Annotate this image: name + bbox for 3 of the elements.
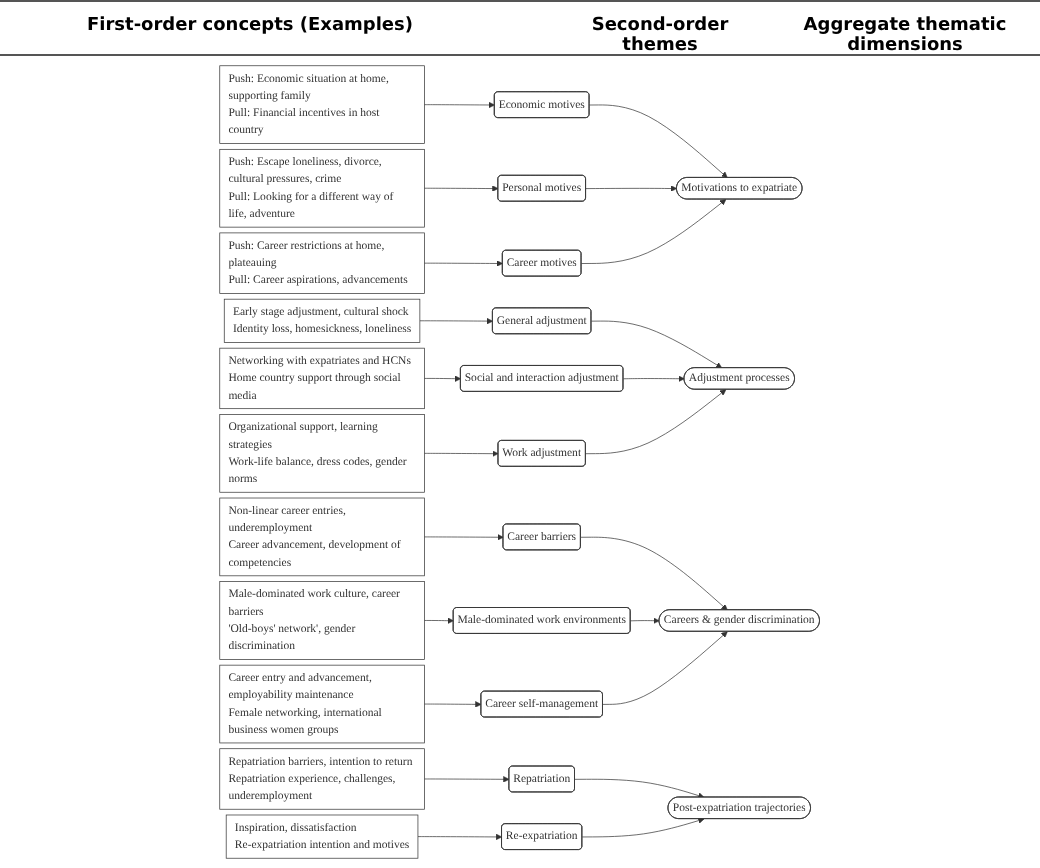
column-heading: Second-order themes <box>589 16 731 56</box>
column-heading: Aggregate thematic dimensions <box>801 16 1009 56</box>
column-heading: First-order concepts (Examples) <box>84 16 416 36</box>
